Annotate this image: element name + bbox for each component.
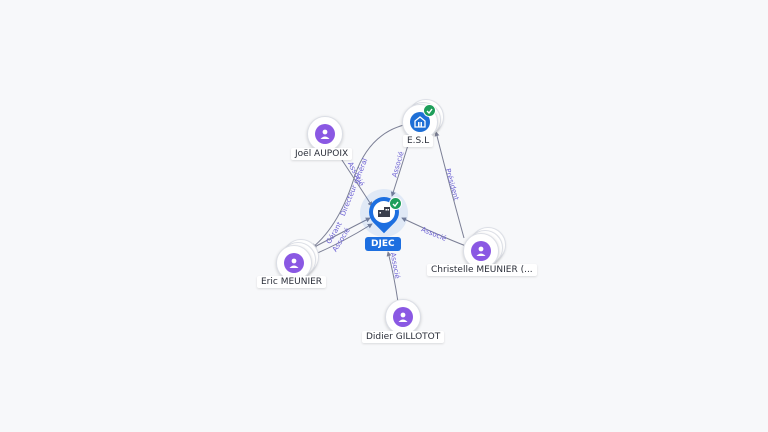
node-circle-didier — [385, 299, 421, 335]
node-label-christelle: Christelle MEUNIER (... — [427, 264, 537, 276]
node-circle-joel — [307, 116, 343, 152]
node-label-djec: DJEC — [365, 237, 401, 251]
verified-check-icon — [389, 197, 402, 210]
node-circle-christelle — [463, 233, 499, 269]
node-label-joel: Joël AUPOIX — [291, 148, 353, 160]
person-icon — [393, 307, 413, 327]
edge-label-didier-djec: Associé — [389, 252, 401, 279]
person-icon — [284, 253, 304, 273]
verified-check-icon — [423, 104, 436, 117]
node-label-eric: Eric MEUNIER — [257, 276, 327, 288]
edge-label-christelle-esl: Président — [444, 168, 461, 202]
node-label-esl: E.S.L — [403, 135, 434, 147]
edge-label-christelle-djec: Associé — [420, 225, 448, 242]
edge-didier-djec[interactable] — [386, 251, 399, 303]
person-icon — [315, 124, 335, 144]
person-icon — [471, 241, 491, 261]
edge-christelle-djec[interactable] — [401, 217, 467, 247]
node-circle-eric — [276, 245, 312, 281]
edge-esl-eric[interactable] — [311, 123, 409, 249]
building-icon — [410, 112, 430, 132]
node-label-didier: Didier GILLOTOT — [362, 331, 445, 343]
edge-label-esl-djec: Associé — [391, 151, 406, 179]
edge-christelle-esl[interactable] — [434, 131, 465, 239]
